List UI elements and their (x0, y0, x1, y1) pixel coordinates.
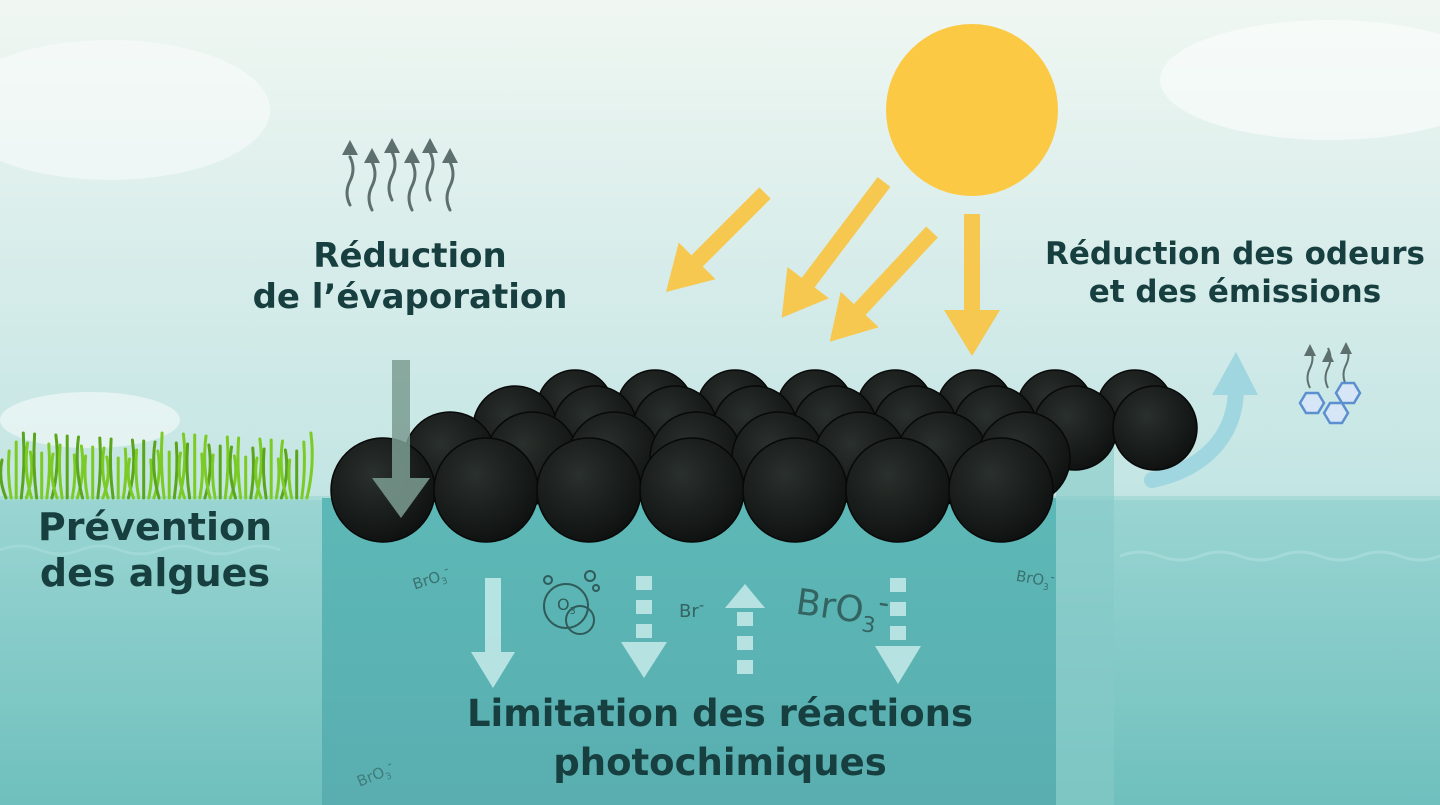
algae-blade (75, 435, 84, 500)
algae-blade (287, 458, 294, 500)
emission-curved-arrow (1144, 352, 1258, 488)
algae-blade (70, 453, 77, 500)
sun-ray-arrow (781, 177, 891, 318)
label-line: Prévention (37, 505, 273, 549)
algae-blade (279, 439, 288, 500)
algae-blade (126, 457, 135, 500)
algae-blade (101, 446, 110, 500)
sun-ray-arrow (829, 226, 938, 342)
algae-blade (254, 456, 263, 500)
evaporation-arrowheads (342, 138, 458, 163)
algae-blade (210, 453, 217, 500)
label-line: photochimiques (553, 740, 887, 784)
algae-blade (223, 435, 230, 500)
label-odor-emission-reduction: Réduction des odeurs et des émissions (1030, 236, 1440, 312)
algae-blade (203, 434, 212, 500)
up-arrow-dashed (725, 584, 765, 674)
evaporation-down-arrow (372, 360, 430, 518)
algae-blade (228, 445, 237, 500)
algae-blade (279, 448, 289, 500)
emissions-hexagon-icon (1298, 342, 1362, 425)
algae-blade (24, 450, 34, 500)
algae-blade (0, 458, 8, 500)
algae-blade (305, 431, 314, 500)
container-back-edge (1056, 440, 1114, 805)
algae-blade (152, 449, 161, 500)
algae-blade (19, 431, 26, 500)
shade-ball (948, 437, 1054, 543)
evaporation-waves-icon (345, 150, 455, 212)
label-algae-prevention: Prévention des algues (0, 504, 310, 597)
cloud (1160, 20, 1440, 140)
sun-ray-arrows (666, 177, 1000, 356)
chem-ozone: O3 (557, 595, 576, 618)
algae-blade (32, 432, 39, 500)
algae-blade (101, 455, 110, 500)
algae-blade (121, 447, 128, 500)
label-line: des algues (39, 551, 271, 596)
shade-ball (433, 437, 539, 543)
down-arrow-solid (471, 578, 515, 688)
algae-blade (177, 432, 187, 500)
algae-blade (185, 442, 192, 500)
cloud (0, 392, 180, 448)
algae-blade (274, 457, 281, 500)
container-water (322, 498, 1056, 805)
shade-ball (845, 437, 951, 543)
algae-grass-icon (0, 431, 314, 500)
shade-balls (330, 369, 1198, 543)
algae-blade (50, 433, 59, 500)
algae-blade (261, 447, 268, 500)
algae-blade (45, 442, 51, 500)
algae-blade (172, 441, 179, 500)
shade-ball (536, 437, 642, 543)
shade-ball (1112, 385, 1198, 471)
algae-blade (152, 440, 161, 500)
algae-blade (198, 452, 204, 500)
algae-blade (147, 458, 153, 500)
algae-blade (134, 448, 141, 500)
water-ripple (0, 544, 281, 556)
down-arrow-dashed (621, 576, 667, 678)
water-ripple (1119, 550, 1440, 562)
cloud (0, 40, 270, 180)
label-line: Limitation des réactions (466, 692, 974, 735)
algae-blade (50, 452, 59, 500)
algae-blade (177, 451, 186, 500)
label-line: Réduction (313, 236, 507, 276)
algae-blade (57, 443, 64, 500)
algae-blade (75, 444, 85, 500)
algae-blade (300, 440, 306, 500)
algae-blade (24, 441, 33, 500)
algae-blade (249, 446, 255, 500)
label-line: de l’évaporation (252, 277, 568, 318)
algae-blade (236, 436, 243, 500)
down-arrow-dashed-right (875, 578, 921, 684)
ozone-bubble-icon (543, 570, 600, 635)
sun-ray-arrow (944, 214, 1000, 356)
label-evaporation-reduction: Réduction de l’évaporation (230, 236, 590, 319)
algae-blade (83, 454, 90, 500)
algae-blade (96, 436, 102, 500)
label-line: et des émissions (1088, 273, 1382, 310)
algae-blade (228, 454, 238, 500)
photochemical-arrows (471, 576, 921, 688)
algae-blade (108, 437, 115, 500)
algae-blade (6, 449, 13, 500)
sun-ray-arrow (666, 187, 771, 292)
label-photochemical-limitation: Limitation des réactions photochimiques (420, 690, 1020, 788)
shade-ball (742, 437, 848, 543)
shade-ball (639, 437, 745, 543)
algae-blade (126, 438, 136, 500)
algae-blade (159, 431, 166, 500)
sun-icon (886, 24, 1058, 196)
algae-blade (203, 443, 212, 500)
label-line: Réduction des odeurs (1045, 236, 1425, 272)
chem-bromide: Br- (679, 596, 705, 622)
algae-blade (254, 437, 263, 500)
